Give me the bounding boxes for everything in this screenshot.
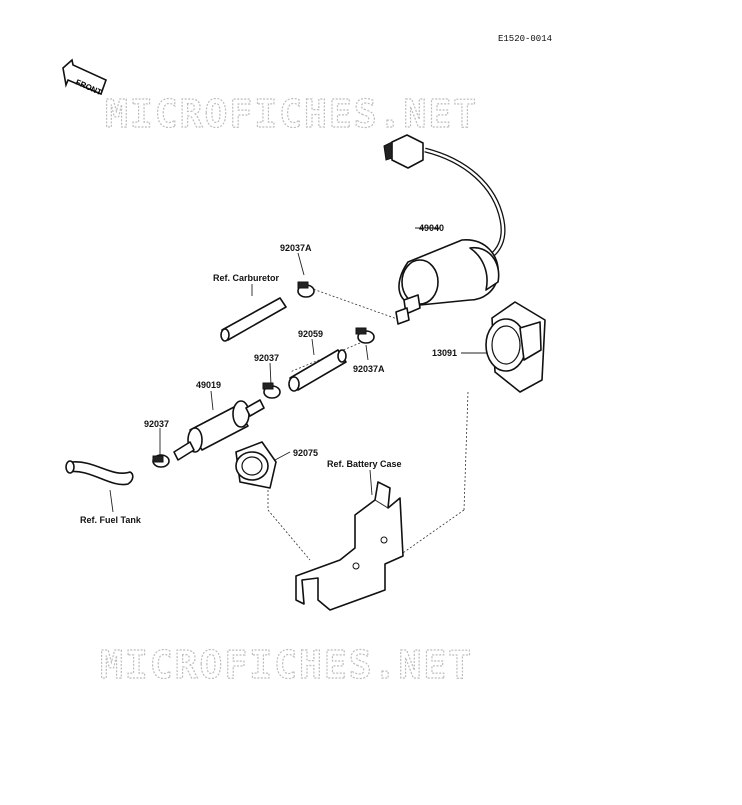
carburetor-hose — [220, 297, 287, 342]
fuel-tank-hose — [65, 460, 134, 486]
label-ref-fuel-tank: Ref. Fuel Tank — [80, 515, 142, 525]
fuel-pump-49040 — [395, 239, 500, 325]
label-92037a-top: 92037A — [280, 243, 312, 253]
label-92059: 92059 — [298, 329, 323, 339]
diagram-code: E1520-0014 — [498, 34, 552, 44]
label-92075: 92075 — [293, 448, 318, 458]
clamp-92037a-top — [297, 281, 315, 298]
clamp-92037a-right — [355, 327, 375, 344]
label-49019: 49019 — [196, 380, 221, 390]
pump-wire-connector — [383, 134, 506, 261]
watermark-bottom: MICROFICHES.NET — [100, 643, 473, 687]
battery-case-bracket — [295, 481, 404, 611]
label-92037-left: 92037 — [144, 419, 169, 429]
label-ref-battery-case: Ref. Battery Case — [327, 459, 402, 469]
hose-92059 — [288, 349, 347, 392]
front-arrow-icon: FRONT — [62, 58, 108, 97]
label-13091: 13091 — [432, 348, 457, 358]
label-49040: 49040 — [419, 223, 444, 233]
bracket-clamp-13091 — [485, 301, 546, 393]
clamp-92037-mid — [262, 382, 281, 399]
label-ref-carburetor: Ref. Carburetor — [213, 273, 280, 283]
label-92037-mid: 92037 — [254, 353, 279, 363]
label-92037a-right: 92037A — [353, 364, 385, 374]
fuel-filter-49019 — [173, 399, 265, 461]
clamp-92037-left — [152, 454, 170, 468]
holder-92075 — [235, 441, 277, 489]
watermark-top: MICROFICHES.NET — [105, 92, 478, 136]
